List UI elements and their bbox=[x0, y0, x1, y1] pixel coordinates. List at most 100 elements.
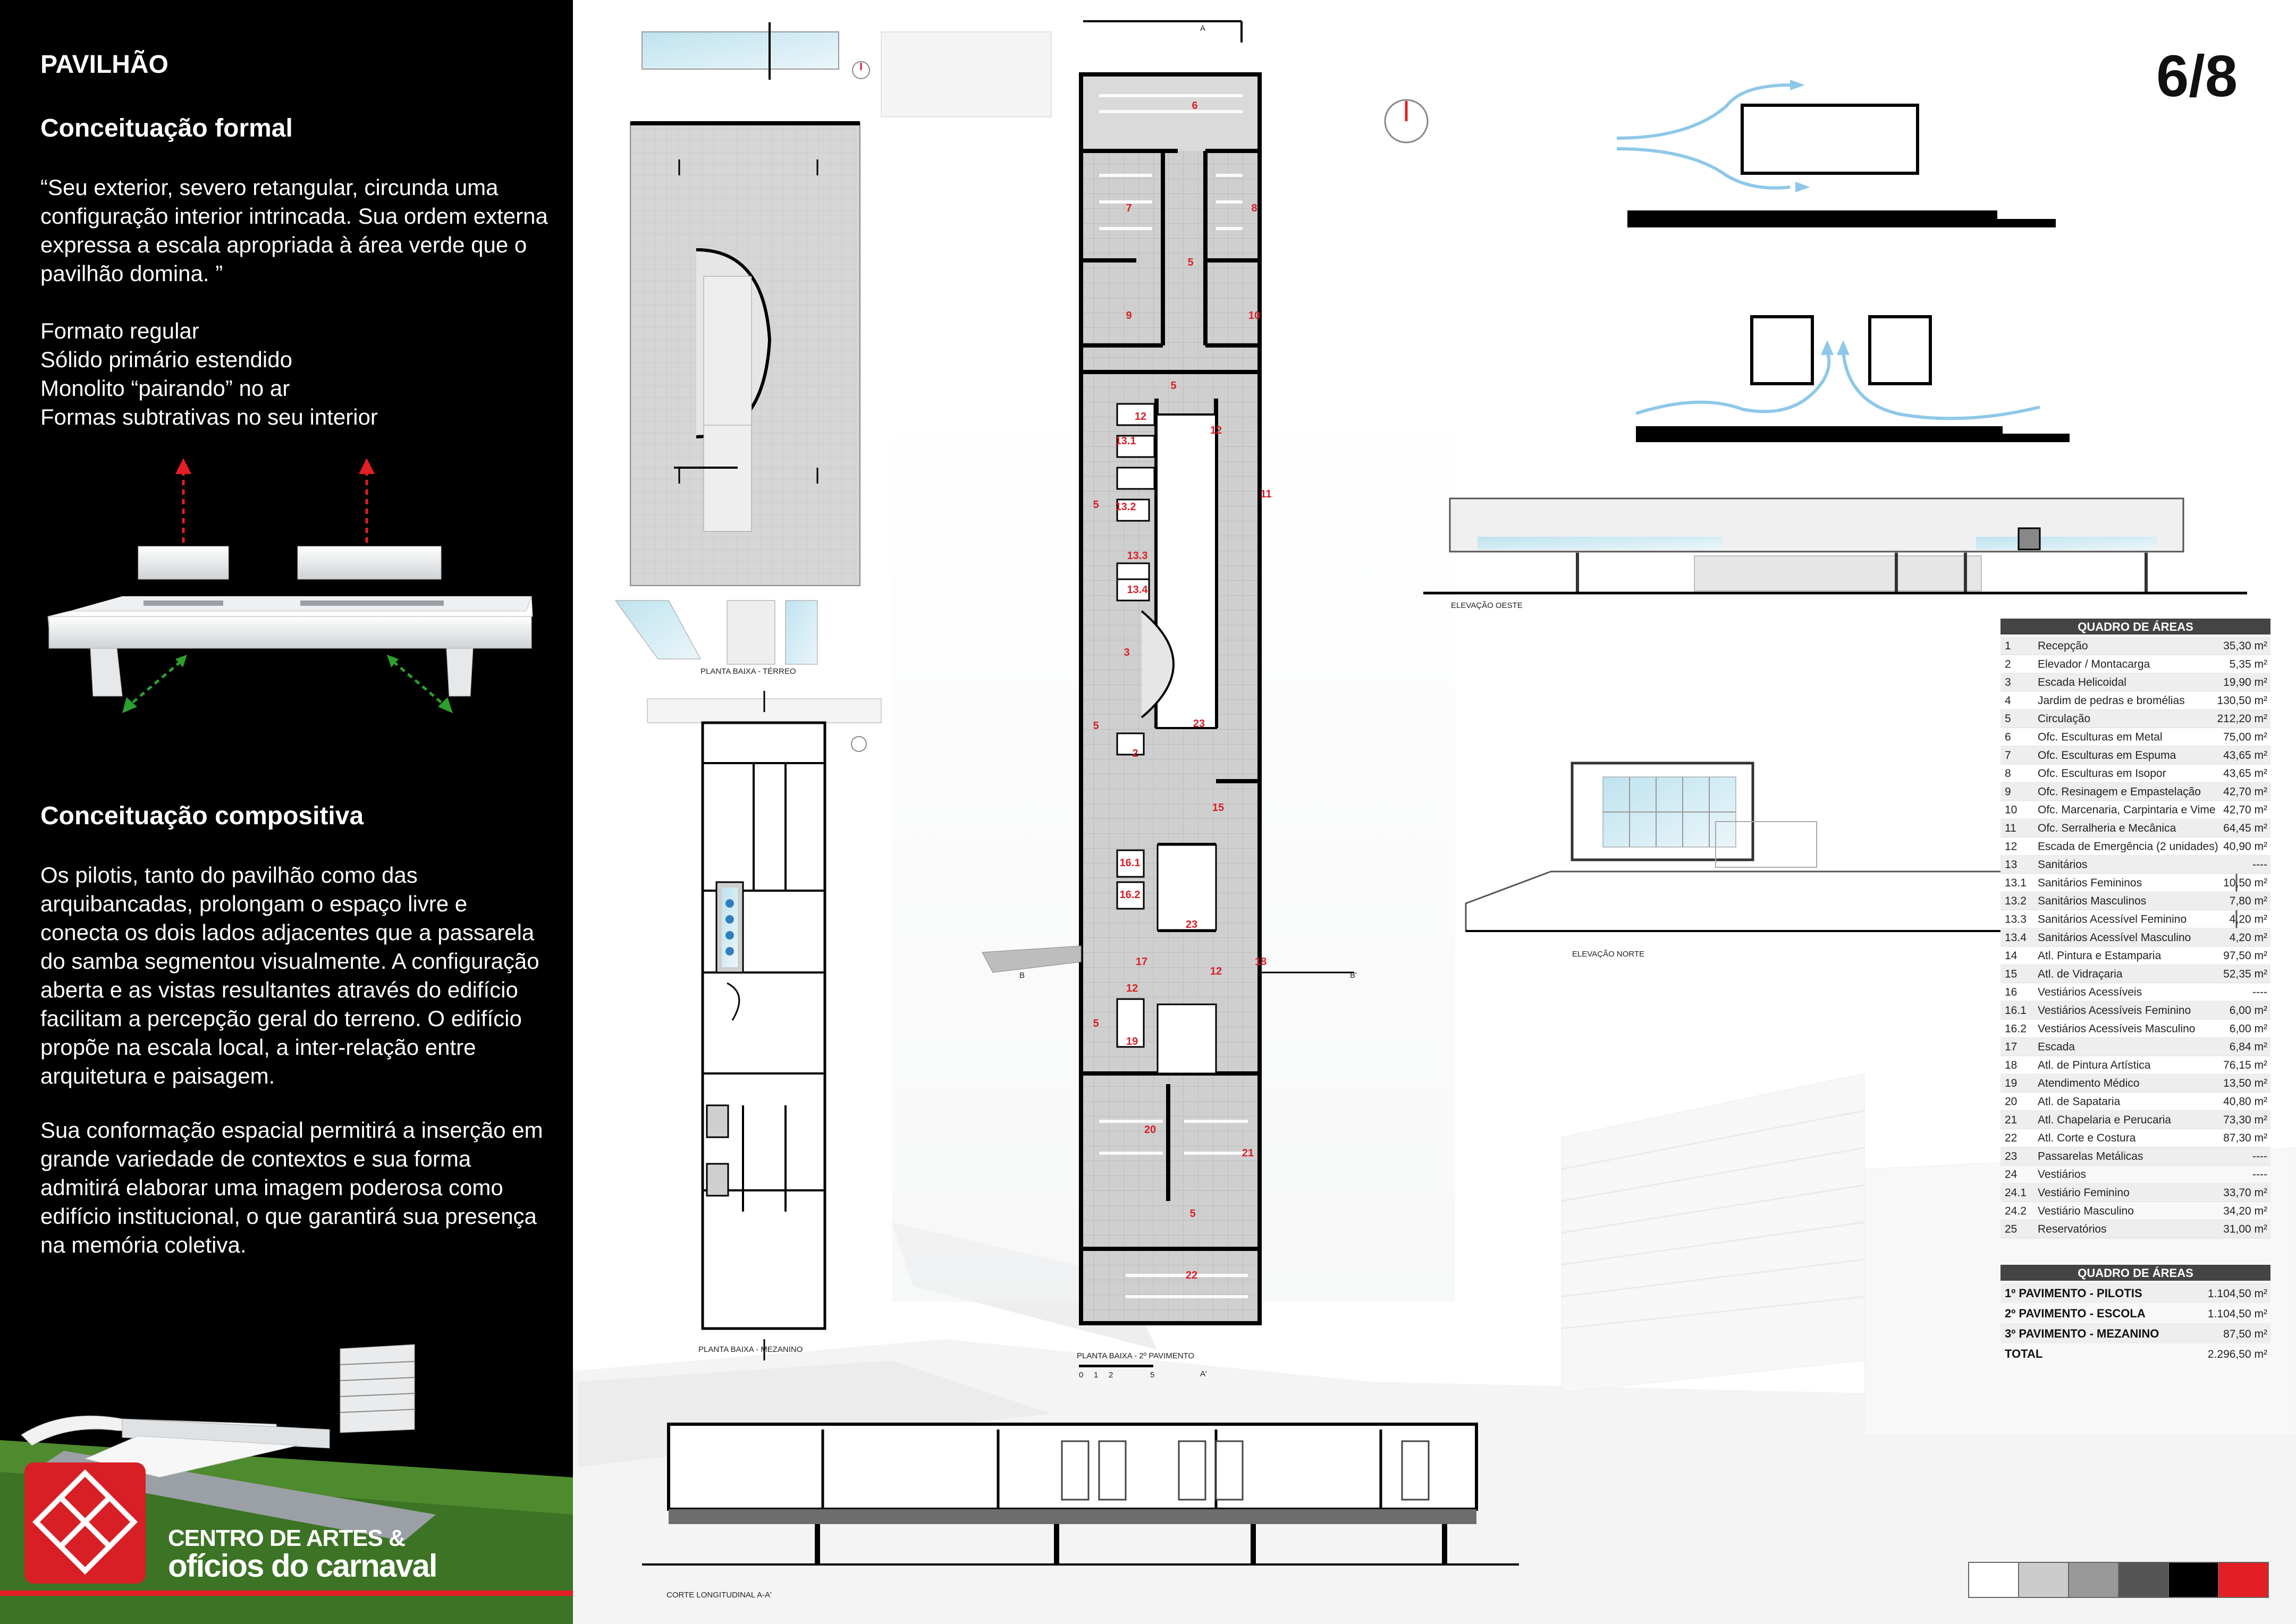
page-number: 6/8 bbox=[2156, 44, 2238, 109]
room-number: 12 bbox=[1126, 983, 1138, 994]
second-floor-plan-label: PLANTA BAIXA - 2º PAVIMENTO bbox=[1077, 1351, 1194, 1360]
room-area: 7,80 m² bbox=[2230, 895, 2267, 907]
scale-tick: 1 bbox=[1094, 1371, 1098, 1380]
room-name: Circulação bbox=[2038, 713, 2090, 725]
palette-swatch bbox=[2018, 1562, 2069, 1598]
room-name: Vestiário Feminino bbox=[2038, 1187, 2130, 1199]
scale-tick: 2 bbox=[1109, 1371, 1113, 1380]
room-area: 75,00 m² bbox=[2223, 731, 2267, 743]
room-area: 4,20 m² bbox=[2230, 932, 2267, 944]
room-name: Atendimento Médico bbox=[2038, 1077, 2139, 1089]
room-name: Ofc. Esculturas em Espuma bbox=[2038, 749, 2176, 762]
room-area: 42,70 m² bbox=[2223, 804, 2267, 816]
room-name: Ofc. Marcenaria, Carpintaria e Vime bbox=[2038, 804, 2216, 816]
row-number: 4 bbox=[2005, 695, 2011, 707]
room-number: 9 bbox=[1126, 310, 1132, 322]
room-number: 6 bbox=[1192, 100, 1197, 112]
room-name: Sanitários Femininos bbox=[2038, 877, 2142, 889]
palette-swatch bbox=[2068, 1562, 2119, 1598]
floor-area: 1.104,50 m² bbox=[2208, 1288, 2267, 1300]
palette-swatch bbox=[2168, 1562, 2219, 1598]
room-number: 5 bbox=[1093, 720, 1099, 732]
room-number: 2 bbox=[1132, 748, 1138, 759]
scale-bar: 0 1 2 5 bbox=[1079, 1365, 1154, 1380]
row-number: 9 bbox=[2005, 785, 2011, 798]
room-number: 12 bbox=[1210, 425, 1222, 436]
section-mark-a2: A' bbox=[1200, 1369, 1207, 1378]
room-name: Reservatórios bbox=[2038, 1223, 2107, 1236]
room-number: 21 bbox=[1242, 1147, 1254, 1159]
room-name: Sanitários Acessível Masculino bbox=[2038, 932, 2191, 944]
mezzanine-plan-label: PLANTA BAIXA - MEZANINO bbox=[698, 1345, 803, 1354]
concept-formal-point: Formato regular bbox=[40, 318, 199, 343]
room-area: 43,65 m² bbox=[2223, 767, 2267, 780]
room-area: ---- bbox=[2252, 986, 2267, 999]
palette-swatch bbox=[2218, 1562, 2269, 1598]
section-mark-a: A bbox=[1200, 24, 1205, 33]
concept-compositive-heading: Conceituação compositiva bbox=[40, 802, 364, 830]
floor-name: 2º PAVIMENTO - ESCOLA bbox=[2005, 1307, 2146, 1320]
north-elevation-label: ELEVAÇÃO NORTE bbox=[1572, 950, 1644, 959]
room-number: 5 bbox=[1187, 257, 1193, 268]
room-name: Vestiários bbox=[2038, 1169, 2086, 1181]
room-number: 23 bbox=[1193, 718, 1205, 730]
room-name: Escada bbox=[2038, 1041, 2075, 1053]
row-number: 23 bbox=[2005, 1150, 2017, 1162]
room-name: Ofc. Serralheria e Mecânica bbox=[2038, 822, 2176, 834]
room-number: 10 bbox=[1248, 310, 1260, 322]
room-area: 42,70 m² bbox=[2223, 785, 2267, 798]
row-number: 10 bbox=[2005, 804, 2017, 816]
room-area: 52,35 m² bbox=[2223, 968, 2267, 980]
room-area: 87,30 m² bbox=[2223, 1132, 2267, 1144]
section-label: CORTE LONGITUDINAL A-A' bbox=[666, 1591, 772, 1600]
room-number: 5 bbox=[1189, 1208, 1195, 1220]
room-area: 64,45 m² bbox=[2223, 822, 2267, 834]
wind-diagram-2 bbox=[1635, 315, 2070, 442]
room-number: 22 bbox=[1186, 1270, 1197, 1281]
palette-swatch bbox=[2118, 1562, 2169, 1598]
row-number: 22 bbox=[2005, 1132, 2017, 1144]
row-number: 12 bbox=[2005, 840, 2017, 852]
room-number: 16.1 bbox=[1120, 857, 1141, 869]
row-number: 16.1 bbox=[2005, 1004, 2027, 1017]
room-area: 31,00 m² bbox=[2223, 1223, 2267, 1236]
table-row: 10 Ofc. Marcenaria, Carpintaria e Vime 42,… bbox=[2000, 804, 2270, 819]
room-area: 4,20 m² bbox=[2230, 914, 2267, 926]
row-number: 13.2 bbox=[2005, 895, 2027, 907]
longitudinal-section: CORTE LONGITUDINAL A-A' bbox=[642, 1423, 1519, 1600]
room-name: Atl. Pintura e Estamparia bbox=[2038, 950, 2162, 962]
room-area: 13,50 m² bbox=[2223, 1077, 2267, 1089]
scale-tick: 0 bbox=[1079, 1371, 1083, 1380]
room-area: 19,90 m² bbox=[2223, 676, 2267, 689]
row-number: 15 bbox=[2005, 968, 2017, 980]
room-area: ---- bbox=[2252, 859, 2267, 871]
room-area: 73,30 m² bbox=[2223, 1114, 2267, 1126]
room-area: 6,84 m² bbox=[2230, 1041, 2267, 1053]
row-number: 24.2 bbox=[2005, 1205, 2027, 1217]
room-name: Atl. de Sapataria bbox=[2038, 1096, 2121, 1108]
room-area: 212,20 m² bbox=[2217, 713, 2267, 725]
row-number: 13.1 bbox=[2005, 877, 2027, 889]
room-number: 16.2 bbox=[1120, 889, 1141, 901]
room-area: ---- bbox=[2252, 1150, 2267, 1162]
west-elevation: ELEVAÇÃO OESTE bbox=[1423, 497, 2247, 610]
row-number: 24.1 bbox=[2005, 1187, 2027, 1199]
room-name: Escada Helicoidal bbox=[2038, 676, 2126, 689]
room-name: Vestiários Acessíveis bbox=[2038, 986, 2142, 999]
room-number: 13.2 bbox=[1116, 501, 1136, 513]
